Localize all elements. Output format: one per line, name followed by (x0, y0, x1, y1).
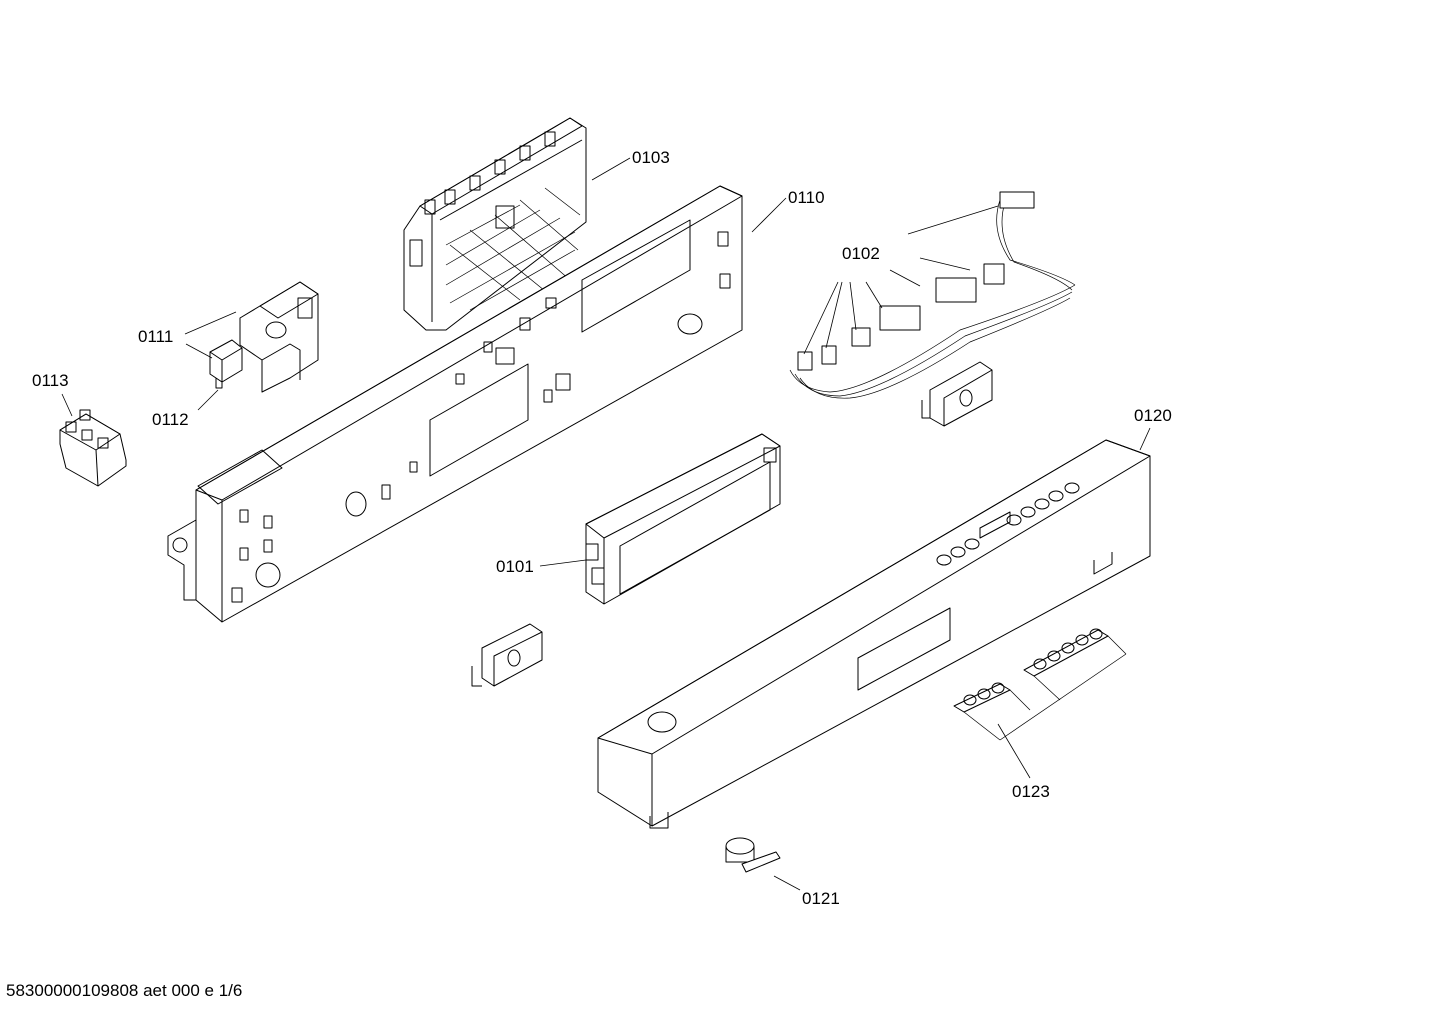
part-0101-display-unit (585, 433, 781, 605)
label-0111: 0111 (138, 327, 173, 346)
part-clip-right (921, 361, 993, 427)
label-0112: 0112 (152, 410, 189, 429)
part-0102-wiring-harness (789, 191, 1076, 399)
part-0123-buttons (953, 628, 1127, 741)
label-0110: 0110 (788, 188, 825, 207)
footer-document-code: 58300000109808 aet 000 e 1/6 (6, 981, 243, 1000)
label-0101: 0101 (496, 557, 534, 576)
label-0121: 0121 (802, 889, 840, 908)
label-0102: 0102 (842, 244, 880, 263)
label-0123: 0123 (1012, 782, 1050, 801)
part-labels: 0103 0110 0102 0111 0113 0112 0120 0101 … (32, 148, 1172, 908)
label-0113: 0113 (32, 371, 69, 390)
part-0120-front-fascia (597, 439, 1151, 829)
label-0103: 0103 (632, 148, 670, 167)
label-0120: 0120 (1134, 406, 1172, 425)
part-clip-left (471, 623, 543, 687)
part-0111-switch (239, 281, 319, 393)
leader-lines (61, 157, 1151, 891)
part-0113-connector-block (59, 409, 127, 487)
part-0112-relay (209, 339, 243, 389)
part-0103-control-module (403, 117, 587, 331)
part-0110-panel-frame (167, 185, 743, 623)
part-0121-knob (725, 837, 781, 873)
